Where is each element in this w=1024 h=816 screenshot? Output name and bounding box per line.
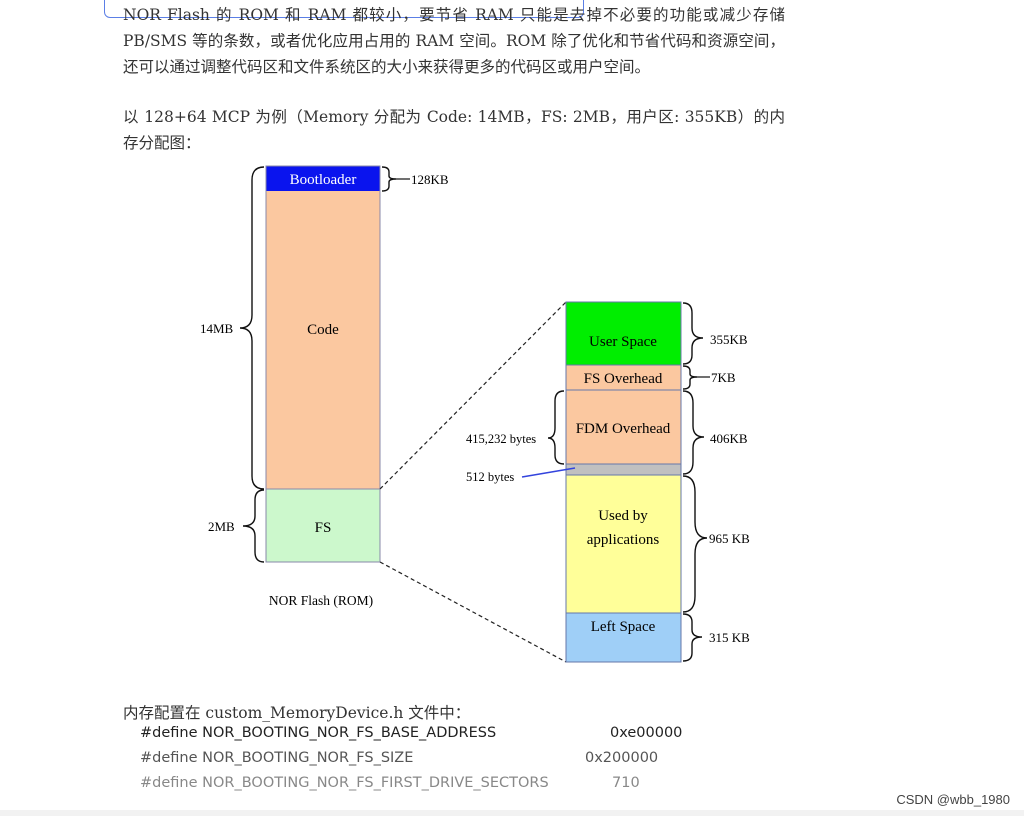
define-name: #define NOR_BOOTING_NOR_FS_BASE_ADDRESS [140,725,497,741]
left-space-brace [682,613,703,662]
nor-flash-caption: NOR Flash (ROM) [269,593,373,608]
separator-bytes-label: 512 bytes [466,470,514,484]
fs-block [266,489,380,562]
define-name: #define NOR_BOOTING_NOR_FS_SIZE [140,750,414,766]
fs-label: FS [315,520,332,536]
used-by-apps-block [566,475,681,613]
zoom-connector-bottom [379,561,567,663]
example-paragraph: 以 128+64 MCP 为例（Memory 分配为 Code: 14MB，FS… [123,108,785,152]
fs-overhead-block [566,365,681,390]
intro-paragraph: NOR Flash 的 ROM 和 RAM 都较小，要节省 RAM 只能是去掉不… [123,6,785,76]
fdm-bytes-brace [547,390,565,465]
bootloader-size: 128KB [411,172,449,187]
separator-pointer [521,467,576,478]
left-space-size: 315 KB [709,630,750,645]
fdm-bytes-label: 415,232 bytes [466,432,536,446]
define-value: 710 [612,775,640,791]
used-by-label: Used by [598,508,648,524]
define-value: 0xe00000 [610,725,683,741]
define-value: 0x200000 [585,750,659,766]
code-label: Code [307,322,339,338]
code-size: 14MB [200,321,234,336]
fs-brace [242,489,265,563]
applications-label: applications [587,532,660,548]
config-paragraph: 内存配置在 custom_MemoryDevice.h 文件中： [123,704,471,722]
used-by-apps-brace [682,475,708,613]
code-block [266,191,380,489]
bootloader-block [266,166,380,191]
bootloader-label: Bootloader [290,172,357,188]
fs-size: 2MB [208,519,235,534]
used-by-apps-size: 965 KB [709,531,750,546]
csdn-watermark: CSDN @wbb_1980 [896,792,1010,807]
fs-detail-outline [565,301,682,663]
fs-overhead-brace [682,365,698,390]
zoom-connector-top [379,301,567,490]
fdm-overhead-label: FDM Overhead [576,421,671,437]
user-space-block [566,302,681,365]
code-brace [239,166,265,490]
fdm-overhead-brace [682,390,705,475]
user-space-brace [682,302,704,365]
user-space-size: 355KB [710,332,748,347]
bootloader-brace [381,166,397,192]
nor-flash-outline [265,165,381,563]
fs-overhead-label: FS Overhead [584,371,663,387]
user-space-label: User Space [589,334,657,350]
left-space-block [566,613,681,662]
fdm-overhead-block [566,390,681,464]
fs-overhead-size: 7KB [711,370,736,385]
separator-block [566,464,681,475]
search-box-overlay[interactable] [104,0,584,18]
bottom-divider [0,810,1024,816]
define-name: #define NOR_BOOTING_NOR_FS_FIRST_DRIVE_S… [140,775,549,791]
fdm-overhead-size: 406KB [710,431,748,446]
left-space-label: Left Space [591,619,656,635]
